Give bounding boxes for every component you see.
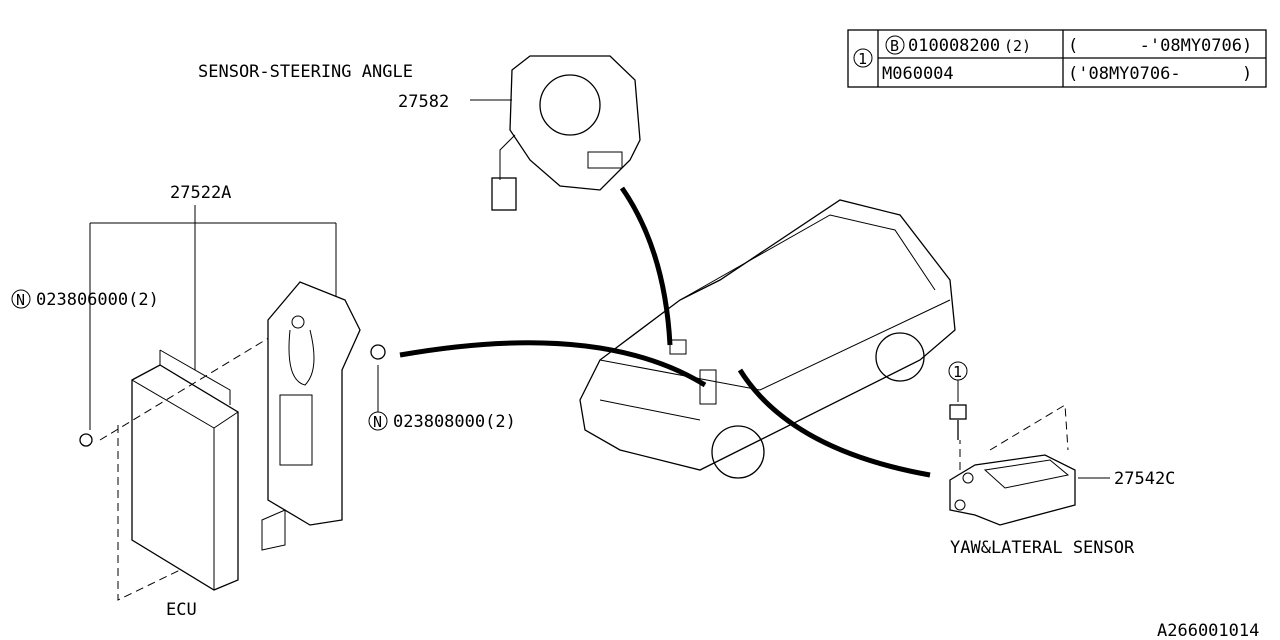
nut-left-prefix: N (16, 291, 25, 309)
reference-table: 1 B 010008200 (2) ( -'08MY0706) M060004 … (847, 29, 1267, 88)
yaw-sensor-part: 27542C (1114, 469, 1175, 489)
steering-sensor-link (619, 186, 673, 346)
table-range-1: ( -'08MY0706) (1068, 36, 1252, 56)
yaw-lateral-sensor (949, 404, 1110, 526)
ecu-bracket-leaders (89, 205, 337, 430)
nut-right-prefix: N (373, 413, 382, 431)
table-ref-number: 1 (858, 50, 867, 68)
vehicle-outline (579, 199, 956, 479)
nut-left-part: 023806000(2) (36, 290, 159, 310)
ecu-bracket (261, 281, 386, 551)
steering-sensor-part: 27582 (398, 92, 449, 112)
steering-sensor-name: SENSOR-STEERING ANGLE (198, 62, 413, 82)
ecu-name: ECU (166, 600, 197, 620)
table-part-2: M060004 (882, 64, 954, 84)
ecu-link (399, 340, 707, 388)
table-part-1: 010008200 (908, 36, 1000, 56)
yaw-sensor-name: YAW&LATERAL SENSOR (950, 538, 1135, 558)
nut-right-part: 023808000(2) (393, 412, 516, 432)
diagram-id: A266001014 (1157, 621, 1259, 640)
ecu-unit (79, 324, 291, 601)
bolt-ref: 1 (953, 363, 962, 381)
ecu-bracket-part: 27522A (170, 183, 231, 203)
bolt-prefix: B (890, 37, 899, 55)
steering-angle-sensor (470, 55, 641, 211)
table-qty-1: (2) (1004, 37, 1031, 55)
yaw-sensor-link (737, 368, 931, 478)
table-range-2: ('08MY0706- ) (1068, 64, 1252, 84)
